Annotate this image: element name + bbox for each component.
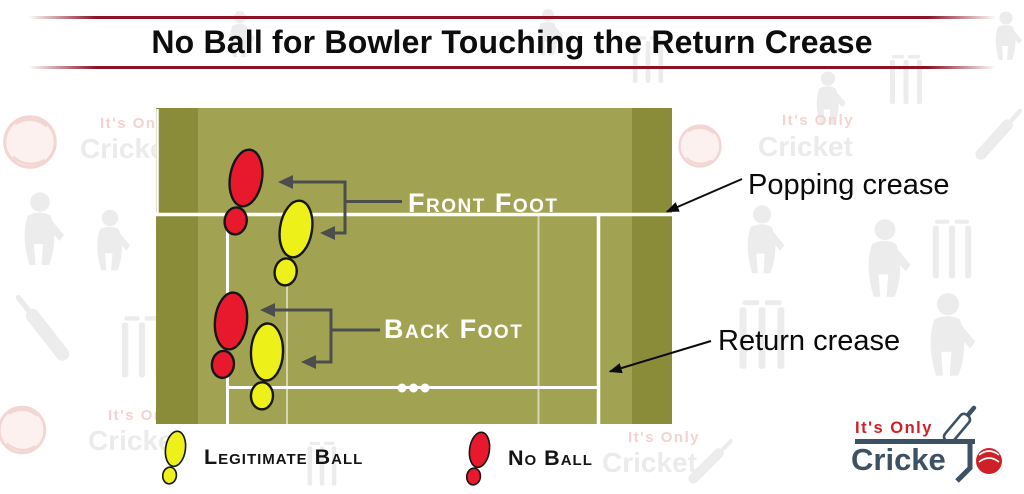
watermark-tagline: It's Only bbox=[100, 115, 172, 132]
back-foot-bracket bbox=[263, 308, 380, 364]
back-foot-bracket-arrowheads bbox=[260, 303, 316, 369]
watermark-brand-logo: It's Only Cricket bbox=[602, 429, 700, 478]
legal-footprint-icon bbox=[162, 428, 189, 486]
legend-item-no-ball: No Ball bbox=[466, 429, 593, 487]
title-rule-top bbox=[28, 16, 996, 19]
return-crease-arrow bbox=[608, 340, 712, 374]
pitch-edge-right bbox=[632, 108, 672, 424]
logo-t-bar bbox=[855, 439, 975, 444]
watermark-tagline: It's Only bbox=[628, 429, 700, 446]
front-foot-bracket bbox=[281, 180, 402, 235]
legend-label: No Ball bbox=[508, 445, 593, 470]
return-crease-label: Return crease bbox=[718, 325, 900, 357]
pitch-edge-left bbox=[156, 108, 198, 424]
legend-item-legitimate-ball: Legitimate Ball bbox=[162, 428, 364, 486]
page-title: No Ball for Bowler Touching the Return C… bbox=[151, 24, 873, 60]
logo-ball-icon bbox=[976, 448, 1002, 474]
logo-t-stem bbox=[955, 444, 973, 483]
logo-tagline: It's Only bbox=[855, 419, 933, 437]
front-foot-label: Front Foot bbox=[408, 188, 558, 218]
watermark-brand-text: Cricket bbox=[758, 131, 853, 162]
popping-crease-arrow bbox=[665, 178, 743, 213]
popping-crease-label: Popping crease bbox=[748, 169, 950, 201]
watermark-brand-logo: It's Only Cricket bbox=[758, 112, 854, 162]
logo-brand-text: Cricke bbox=[851, 442, 946, 477]
title-rule-bottom bbox=[28, 66, 996, 69]
stumps-dots bbox=[397, 383, 430, 393]
brand-logo: It's Only Cricke bbox=[851, 405, 1002, 483]
watermark-brand-text: Cricket bbox=[602, 447, 697, 478]
front-foot-bracket-arrowheads bbox=[278, 175, 335, 240]
legend-label: Legitimate Ball bbox=[204, 444, 364, 469]
pitch-surface bbox=[156, 108, 672, 424]
no-ball-footprint-icon bbox=[466, 429, 493, 487]
back-foot-label: Back Foot bbox=[384, 314, 523, 344]
watermark-tagline: It's Only bbox=[782, 112, 854, 129]
logo-bat-icon bbox=[942, 405, 977, 444]
